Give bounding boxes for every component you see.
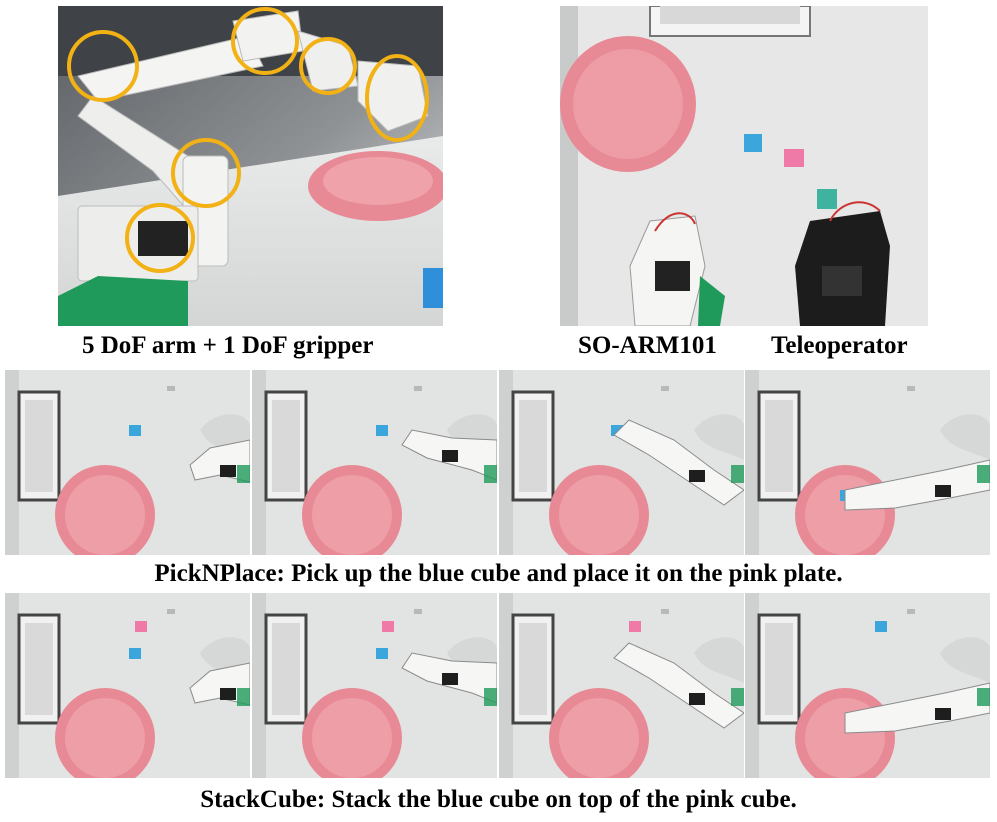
blue-cube bbox=[376, 425, 388, 436]
task-row-picknplace bbox=[5, 370, 992, 555]
teleoperator-caption: Teleoperator bbox=[771, 332, 908, 359]
task-caption-stackcube: StackCube: Stack the blue cube on top of… bbox=[200, 786, 797, 813]
setup-photo bbox=[560, 6, 928, 326]
arm-caption: 5 DoF arm + 1 DoF gripper bbox=[82, 332, 374, 359]
task-frame bbox=[5, 370, 250, 555]
task-frame bbox=[499, 593, 744, 778]
joint-highlight-circles bbox=[67, 7, 429, 273]
arm-photo bbox=[58, 6, 443, 326]
task-frame bbox=[252, 593, 497, 778]
blue-cube bbox=[376, 648, 388, 659]
pink-cube bbox=[629, 621, 641, 632]
robot-arm bbox=[844, 459, 990, 511]
robot-arm bbox=[613, 642, 744, 729]
task-frame bbox=[252, 370, 497, 555]
task-frame bbox=[745, 593, 990, 778]
robot-arm bbox=[844, 682, 990, 734]
pink-cube bbox=[382, 621, 394, 632]
pink-cube bbox=[135, 621, 147, 632]
blue-cube bbox=[875, 621, 887, 632]
task-caption-picknplace: PickNPlace: Pick up the blue cube and pl… bbox=[154, 560, 843, 587]
task-frame bbox=[499, 370, 744, 555]
robot-arm bbox=[613, 419, 744, 506]
task-frame bbox=[745, 370, 990, 555]
task-row-stackcube bbox=[5, 593, 992, 778]
blue-cube bbox=[129, 648, 141, 659]
blue-cube bbox=[129, 425, 141, 436]
blue-cube bbox=[611, 425, 623, 436]
robot-caption: SO-ARM101 bbox=[578, 332, 717, 359]
task-frame bbox=[5, 593, 250, 778]
